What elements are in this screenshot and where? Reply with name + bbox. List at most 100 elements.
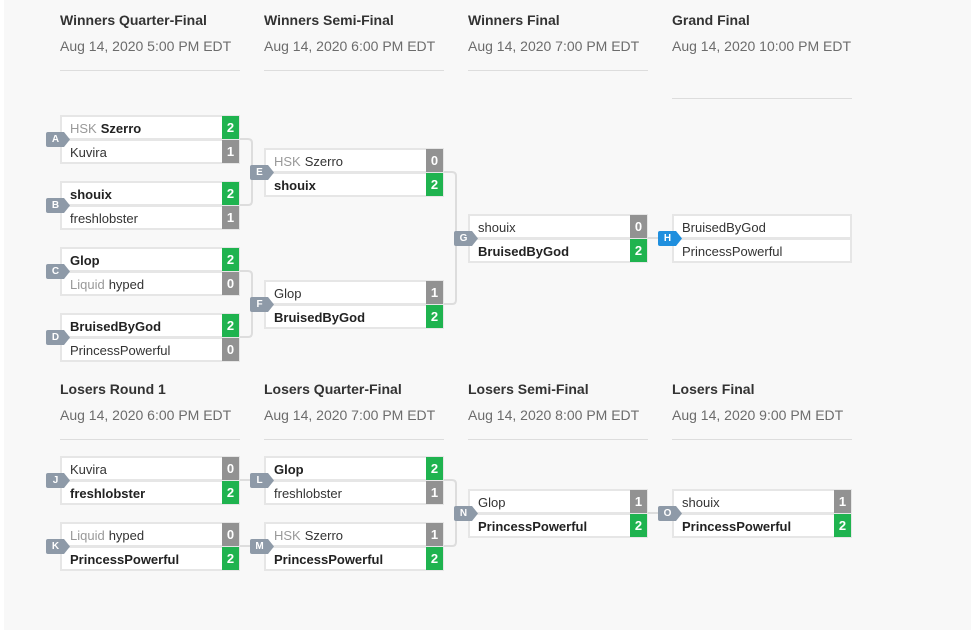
participant-slot[interactable]: BruisedByGod	[672, 214, 852, 239]
player-name: PrincessPowerful	[682, 244, 783, 259]
round-title: Winners Final	[468, 12, 560, 28]
score-box: 1	[834, 490, 851, 513]
participant-name: PrincessPowerful	[70, 342, 170, 359]
player-name: PrincessPowerful	[682, 519, 792, 534]
player-name: shouix	[274, 178, 316, 193]
badge-label: C	[51, 266, 60, 277]
match-id-badge: B	[46, 198, 70, 213]
badge-tag-icon	[250, 473, 274, 488]
badge-tag-icon	[454, 231, 478, 246]
score-box: 2	[222, 547, 239, 570]
participant-name: Kuvira	[70, 144, 107, 161]
round-divider	[264, 70, 444, 71]
round-time: Aug 14, 2020 10:00 PM EDT	[672, 38, 851, 54]
player-name: Glop	[70, 253, 100, 268]
round-title: Grand Final	[672, 12, 750, 28]
badge-tag-icon	[46, 198, 70, 213]
match-id-badge: C	[46, 264, 70, 279]
score-box: 2	[426, 457, 443, 480]
participant-name: PrincessPowerful	[682, 518, 791, 535]
round-title: Winners Semi-Final	[264, 12, 394, 28]
participant-name: Kuvira	[70, 461, 107, 478]
badge-label: M	[255, 541, 264, 552]
match-id-badge: K	[46, 539, 70, 554]
player-name: freshlobster	[70, 486, 146, 501]
player-name: hyped	[108, 277, 145, 292]
badge-tag-icon	[46, 264, 70, 279]
participant-name: freshlobster	[274, 485, 342, 502]
match-id-badge: H	[658, 231, 682, 246]
score-box: 2	[426, 547, 443, 570]
score-box: 2	[630, 239, 647, 262]
player-name: hyped	[108, 528, 145, 543]
participant-name: Glop	[478, 494, 505, 511]
round-header-winners-final: Winners Final Aug 14, 2020 7:00 PM EDT	[468, 11, 648, 71]
team-prefix: HSK	[274, 154, 301, 169]
match-id-badge: M	[250, 539, 274, 554]
round-title: Losers Round 1	[60, 381, 166, 397]
badge-tag-icon	[250, 297, 274, 312]
participant-name: BruisedByGod	[274, 309, 365, 326]
match-id-badge: F	[250, 297, 274, 312]
round-header-winners-quarter-final: Winners Quarter-Final Aug 14, 2020 5:00 …	[60, 11, 240, 71]
participant-slot[interactable]: PrincessPowerful	[672, 238, 852, 263]
badge-tag-icon	[46, 330, 70, 345]
round-time: Aug 14, 2020 6:00 PM EDT	[264, 38, 436, 54]
round-time: Aug 14, 2020 7:00 PM EDT	[264, 407, 436, 423]
participant-name: Glop	[274, 285, 301, 302]
score-box: 0	[630, 215, 647, 238]
participant-name: PrincessPowerful	[478, 518, 587, 535]
badge-tag-icon	[46, 539, 70, 554]
badge-label: E	[256, 167, 263, 178]
player-name: PrincessPowerful	[274, 552, 384, 567]
score-box: 0	[222, 523, 239, 546]
round-divider	[264, 439, 444, 440]
player-name: Szerro	[100, 121, 142, 136]
participant-slot[interactable]: PrincessPowerful 2	[264, 546, 444, 571]
round-divider	[672, 439, 852, 440]
badge-tag-icon	[454, 506, 478, 521]
badge-label: K	[51, 541, 60, 552]
match-id-badge: J	[46, 473, 70, 488]
